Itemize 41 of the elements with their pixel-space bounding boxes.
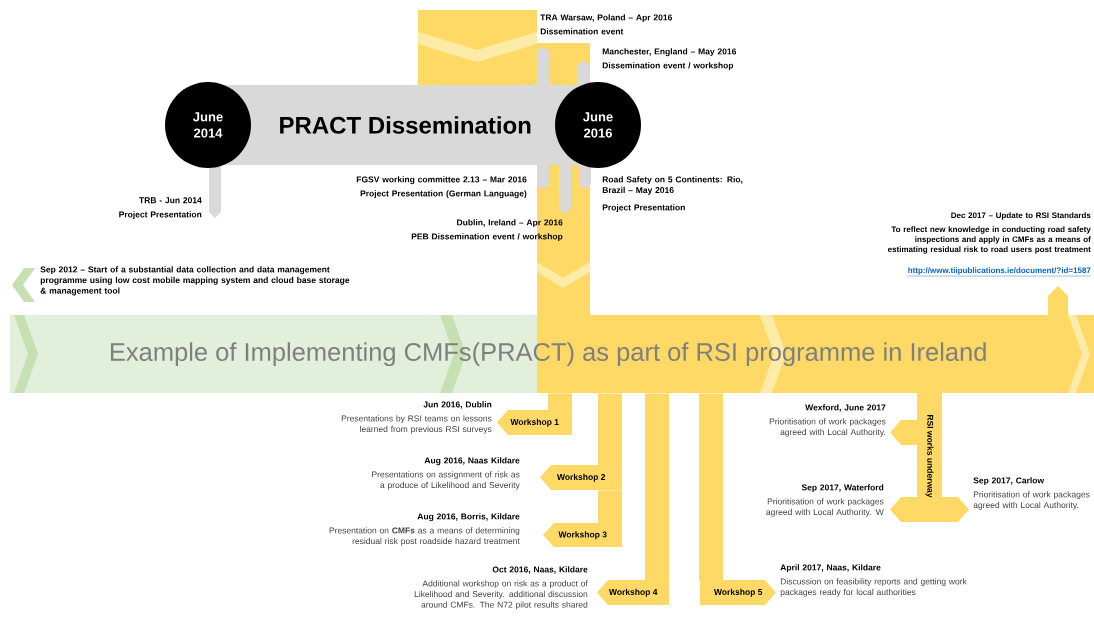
event-text: To reflect new knowledge in conducting road safety inspections and apply in CMFs as a means of estimating residual risk to road users post treatment (887, 226, 1091, 254)
event-text: FGSV working committee 2.13 – Mar 2016 (356, 176, 527, 185)
workshop-tag: Workshop 4 (597, 580, 669, 605)
event-text: Road Safety on 5 Continents: Rio, Brazil – May 2016 (602, 176, 743, 195)
caption-text: Prioritisation of work packages agreed with Local Authority. W (766, 498, 884, 517)
caption-heading: Oct 2016, Naas, Kildare (492, 566, 588, 574)
vertical-bar: RSI works underway (890, 393, 969, 522)
caption-heading: Aug 2016, Borris, Kildare (417, 513, 520, 522)
event-text: Project Presentation (602, 204, 685, 213)
caption-text: Prioritisation of work packages agreed with Local Authority. (769, 418, 886, 437)
event-text: Manchester, England – May 2016 (602, 48, 737, 57)
caption-text: Additional workshop on risk as a product of Likelihood and Severity. additional discussion around CMFs. The N72 pilot results shared (414, 580, 588, 610)
caption-heading: Sep 2017, Carlow (973, 477, 1045, 486)
connector-bar (548, 393, 572, 410)
caption-heading: Sep 2017, Waterford (801, 484, 884, 493)
event-text: TRB - Jun 2014 (139, 197, 202, 204)
web-link: http://www.tiipublications.ie/document/?id=1587 (907, 267, 1091, 277)
connector-bar (598, 490, 622, 523)
caption-text: Discussion on feasibility reports and getting work packages ready for local authorities (780, 578, 967, 597)
workshop-tag: Workshop 2 (540, 465, 622, 490)
event-text: Dissemination event / workshop (602, 62, 734, 71)
caption-heading: April 2017, Naas, Kildare (780, 564, 881, 573)
caption-heading: Wexford, June 2017 (805, 404, 886, 412)
caption-text: Presentation on CMFs as a means of determining residual risk post roadside hazard treatment (329, 527, 520, 546)
event-text: Project Presentation (German Language) (360, 190, 527, 199)
workshop-tag: Workshop 3 (543, 523, 622, 547)
event-text: Dec 2017 – Update to RSI Standards (951, 212, 1091, 220)
event-text: TRA Warsaw, Poland – Apr 2016 (540, 14, 672, 23)
caption-text: Presentations by RSI teams on lessons learned from previous RSI surveys (341, 415, 492, 434)
caption-text: Prioritisation of work packages agreed with Local Authority. (973, 491, 1090, 510)
caption-heading: Aug 2016, Naas Kildare (424, 457, 520, 466)
connector-bar (699, 393, 723, 580)
connector-bar (598, 393, 622, 465)
caption-text: Presentations on assignment of risk as a produce of Likelihood and Severity (372, 471, 520, 490)
event-text: Dissemination event (540, 28, 624, 35)
workshop-tag: Workshop 5 (700, 580, 776, 605)
event-text: Project Presentation (119, 211, 202, 220)
connector-bar (645, 393, 669, 580)
caption-heading: Jun 2016, Dublin (423, 401, 492, 409)
event-text: Sep 2012 – Start of a substantial data collection and data management programme using low cost mobile mapping system and cloud base storage & management tool (40, 266, 350, 296)
workshop-tag: Workshop 1 (497, 410, 572, 435)
